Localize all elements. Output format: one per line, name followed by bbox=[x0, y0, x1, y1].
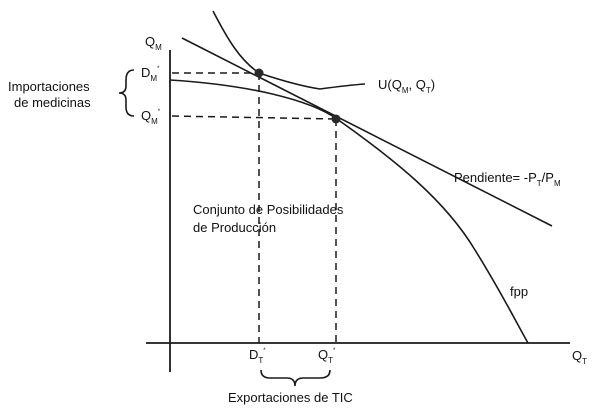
utility-curve bbox=[212, 10, 366, 90]
fpp-label: fpp bbox=[510, 284, 528, 299]
slope-label: Pendiente= -PT/PM bbox=[454, 170, 561, 188]
imports-annotation-line2: de medicinas bbox=[14, 95, 91, 110]
dm-label: DM* bbox=[141, 65, 160, 83]
region-annotation-line1: Conjunto de Posibilidades bbox=[193, 202, 344, 217]
price-line bbox=[181, 37, 553, 227]
qm-label: QM* bbox=[141, 108, 161, 126]
consumption-point bbox=[254, 68, 264, 78]
qt-label: QT* bbox=[318, 347, 336, 365]
utility-label: U(QM, QT) bbox=[378, 77, 435, 95]
imports-brace bbox=[118, 69, 135, 117]
guide-qm-horizontal bbox=[171, 115, 337, 120]
guide-lines bbox=[171, 72, 337, 343]
y-axis-label: QM bbox=[145, 34, 162, 52]
exports-annotation: Exportaciones de TIC bbox=[228, 390, 353, 405]
imports-annotation-line1: Importaciones bbox=[8, 79, 90, 94]
fpp-curve bbox=[169, 79, 529, 344]
production-point bbox=[331, 114, 341, 124]
region-annotation-line2: de Producción bbox=[193, 220, 276, 235]
x-axis-label: QT bbox=[572, 348, 587, 366]
dt-label: DT* bbox=[249, 347, 266, 365]
exports-brace bbox=[260, 369, 331, 387]
